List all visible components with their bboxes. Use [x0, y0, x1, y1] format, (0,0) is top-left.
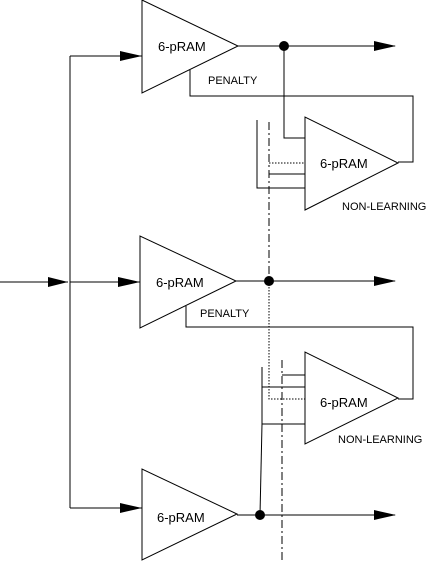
pram-label-nonlearning-top: 6-pRAM — [320, 156, 368, 171]
pram-label-bottom: 6-pRAM — [157, 510, 205, 525]
nonlearning-label-top: NON-LEARNING — [342, 201, 426, 213]
pram-triangle-middle — [139, 235, 238, 329]
pram-triangle-nonlearning-top — [304, 116, 400, 211]
pram-label-middle: 6-pRAM — [156, 275, 204, 290]
input-bus — [0, 51, 142, 513]
pram-label-nonlearning-bottom: 6-pRAM — [320, 395, 368, 410]
pram-label-top: 6-pRAM — [158, 39, 206, 54]
pram-triangle-bottom — [141, 468, 239, 561]
learning-unit-top: 6-pRAM PENALTY — [141, 0, 414, 163]
penalty-label-middle: PENALTY — [200, 308, 250, 320]
learning-unit-bottom: 6-pRAM — [141, 423, 396, 561]
nonlearning-unit-top: 6-pRAM NON-LEARNING — [256, 116, 426, 282]
pram-triangle-nonlearning-bottom — [304, 351, 400, 445]
nonlearning-label-bottom: NON-LEARNING — [338, 434, 422, 446]
nonlearning-unit-bottom: 6-pRAM NON-LEARNING — [261, 351, 422, 562]
learning-unit-middle: 6-pRAM PENALTY — [139, 235, 414, 400]
penalty-label-top: PENALTY — [208, 75, 258, 87]
pram-triangle-top — [141, 0, 240, 94]
